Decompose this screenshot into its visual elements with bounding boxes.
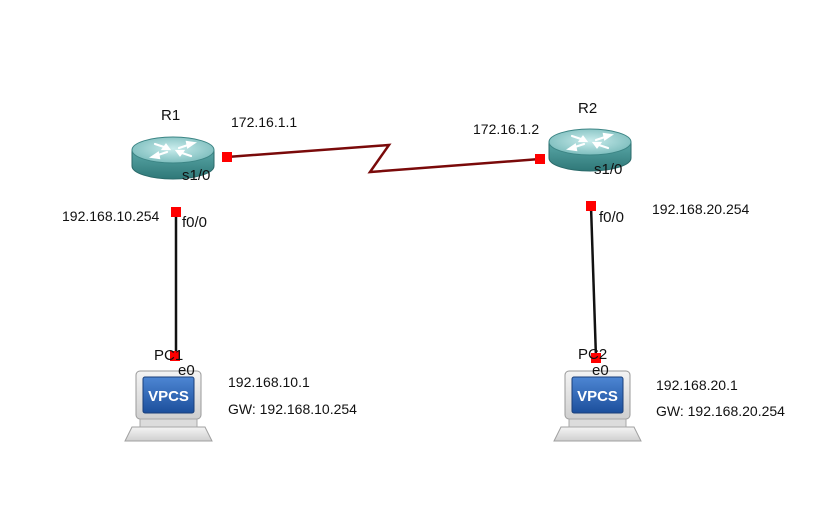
port-marker-pc1-e0[interactable] [170,351,180,361]
pc2-name: PC2 [578,346,607,363]
port-marker-r1-f0-0[interactable] [171,207,181,217]
pc1-gateway: GW: 192.168.10.254 [228,401,357,417]
r1-eth-port-label: f0/0 [182,214,207,231]
r1-serial-port-label: s1/0 [182,167,210,184]
port-marker-r2-f0-0[interactable] [586,201,596,211]
pc1-port-label: e0 [178,362,195,379]
router-r1-name: R1 [161,107,180,124]
r1-serial-ip: 172.16.1.1 [231,114,297,130]
vpcs-pc-icon: VPCS [124,370,213,442]
port-marker-r2-s1-0[interactable] [535,154,545,164]
pc-pc1[interactable]: VPCS [124,370,213,442]
router-icon [131,136,215,180]
r2-eth-port-label: f0/0 [599,209,624,226]
vpcs-screen-label: VPCS [148,388,189,405]
r1-eth-ip: 192.168.10.254 [62,208,160,224]
router-r1[interactable] [131,136,215,180]
router-r2[interactable] [548,128,632,172]
pc2-gateway: GW: 192.168.20.254 [656,403,785,419]
r2-eth-ip: 192.168.20.254 [652,201,750,217]
r2-serial-ip: 172.16.1.2 [473,121,539,137]
router-r2-name: R2 [578,100,597,117]
serial-link-r1-r2[interactable] [226,143,541,174]
router-icon [548,128,632,172]
r2-serial-port-label: s1/0 [594,161,622,178]
pc1-ip: 192.168.10.1 [228,374,310,390]
port-marker-r1-s1-0[interactable] [222,152,232,162]
pc-pc2[interactable]: VPCS [553,370,642,442]
pc2-port-label: e0 [592,362,609,379]
vpcs-screen-label: VPCS [577,388,618,405]
vpcs-pc-icon: VPCS [553,370,642,442]
ethernet-link-r2-pc2[interactable] [589,205,598,359]
pc2-ip: 192.168.20.1 [656,377,738,393]
pc1-name: PC1 [154,347,183,364]
port-marker-pc2-e0[interactable] [591,353,601,363]
